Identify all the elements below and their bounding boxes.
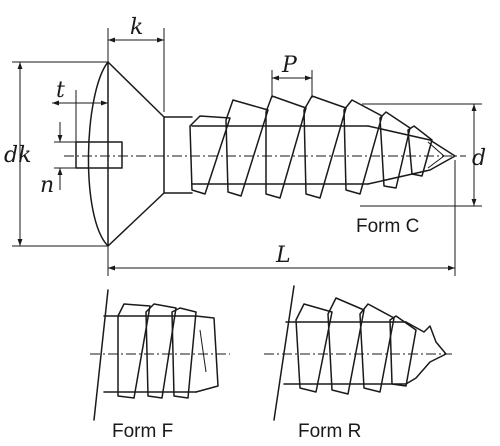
form-f-view <box>90 289 230 421</box>
form-c-label: Form C <box>356 216 419 237</box>
thread-crests <box>189 95 433 199</box>
form-r-label: Form R <box>298 421 361 442</box>
dim-l-label: L <box>275 243 291 268</box>
dim-t-label: t <box>56 78 65 103</box>
head-raised-dome <box>87 61 109 247</box>
form-f-label: Form F <box>112 421 173 442</box>
main-screw-view <box>64 61 466 247</box>
head-cone-bottom <box>107 192 165 247</box>
screw-neck <box>163 116 193 194</box>
dim-d-label: d <box>472 146 486 171</box>
head-cone-top <box>107 61 165 118</box>
dimension-lines <box>12 28 482 276</box>
head-slot <box>75 141 123 169</box>
dim-k-label: k <box>130 15 143 40</box>
dim-p-label: P <box>281 53 298 78</box>
form-r-view <box>264 285 452 421</box>
dim-dk-label: dk <box>4 143 31 168</box>
dim-n-label: n <box>40 173 54 198</box>
